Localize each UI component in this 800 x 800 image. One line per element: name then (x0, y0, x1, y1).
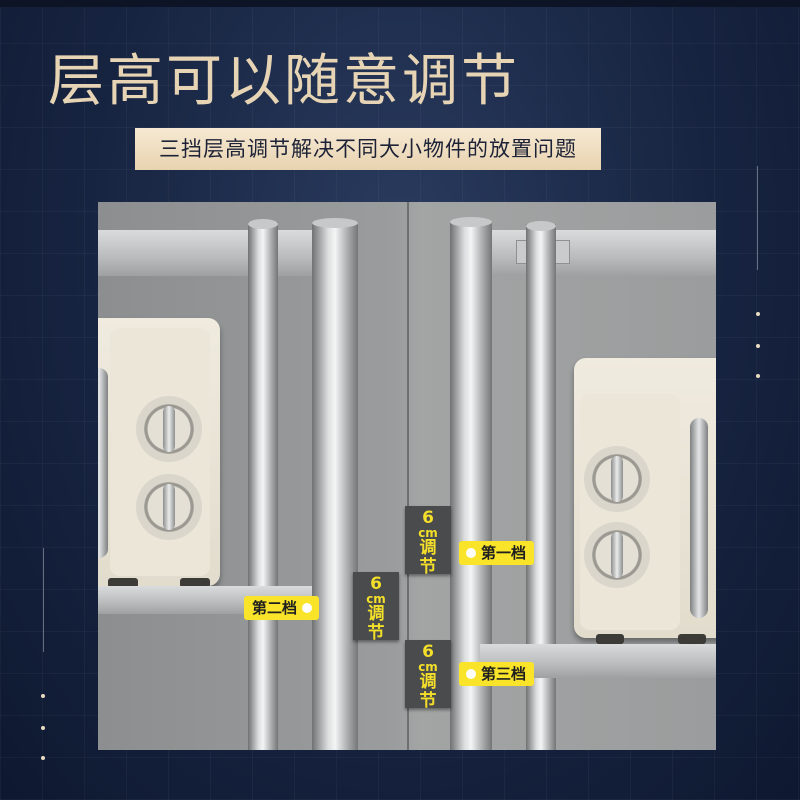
pole-cap (526, 221, 556, 231)
tag-hole-icon (466, 669, 476, 679)
oven-control-panel (580, 394, 680, 630)
front-pole-left (312, 222, 358, 750)
adjust-6cm-label-middle: 6 cm 调 节 (353, 572, 399, 643)
oven-door-handle (690, 418, 708, 618)
decorative-dot (41, 694, 45, 698)
top-shelf-left (98, 230, 328, 276)
adjust-6cm-label-lower: 6 cm 调 节 (405, 640, 451, 711)
level-1-label: 第一档 (481, 544, 527, 562)
product-photo (98, 202, 716, 750)
pole-cap (248, 219, 278, 229)
adjust-number: 6 (370, 574, 382, 594)
oven-foot (180, 578, 210, 588)
oven-foot (596, 634, 624, 644)
decorative-dot (756, 312, 760, 316)
oven-right (574, 358, 716, 638)
temperature-knob-icon (584, 522, 650, 588)
level-3-tag: 第三档 (459, 662, 535, 686)
oven-left (98, 318, 220, 586)
decorative-dot (41, 726, 45, 730)
tag-hole-icon (302, 603, 313, 613)
photo-divider (407, 202, 409, 750)
pole-cap (312, 218, 358, 228)
level-3-label: 第三档 (481, 665, 527, 683)
page-title: 层高可以随意调节 (48, 49, 520, 114)
top-border (0, 0, 800, 7)
adjust-unit: cm (418, 660, 438, 674)
adjust-word: 调 (419, 538, 437, 558)
adjust-unit: cm (366, 592, 386, 606)
decorative-dot (756, 344, 760, 348)
decorative-dot (41, 756, 45, 760)
back-pole-left (248, 222, 278, 750)
timer-knob-icon (584, 446, 650, 512)
oven-foot (678, 634, 706, 644)
pole-cap (450, 217, 492, 227)
adjust-word: 节 (419, 691, 437, 711)
adjust-word: 节 (419, 557, 437, 577)
timer-knob-icon (136, 396, 202, 462)
subtitle-banner: 三挡层高调节解决不同大小物件的放置问题 (135, 128, 601, 170)
tag-hole-icon (466, 548, 476, 558)
temperature-knob-icon (136, 474, 202, 540)
level-1-tag: 第一档 (459, 541, 535, 565)
decorative-line-left (43, 548, 44, 652)
adjust-word: 调 (367, 604, 385, 624)
level-2-tag: 第二档 (244, 596, 320, 620)
decorative-dot (756, 374, 760, 378)
adjust-number: 6 (422, 642, 434, 662)
adjust-6cm-label-upper: 6 cm 调 节 (405, 506, 451, 577)
level-2-label: 第二档 (252, 599, 298, 617)
decorative-line-right (757, 166, 758, 270)
adjust-unit: cm (418, 526, 438, 540)
adjust-word: 节 (367, 623, 385, 643)
adjust-word: 调 (419, 672, 437, 692)
oven-foot (108, 578, 138, 588)
adjust-number: 6 (422, 508, 434, 528)
oven-door-handle (98, 368, 108, 558)
